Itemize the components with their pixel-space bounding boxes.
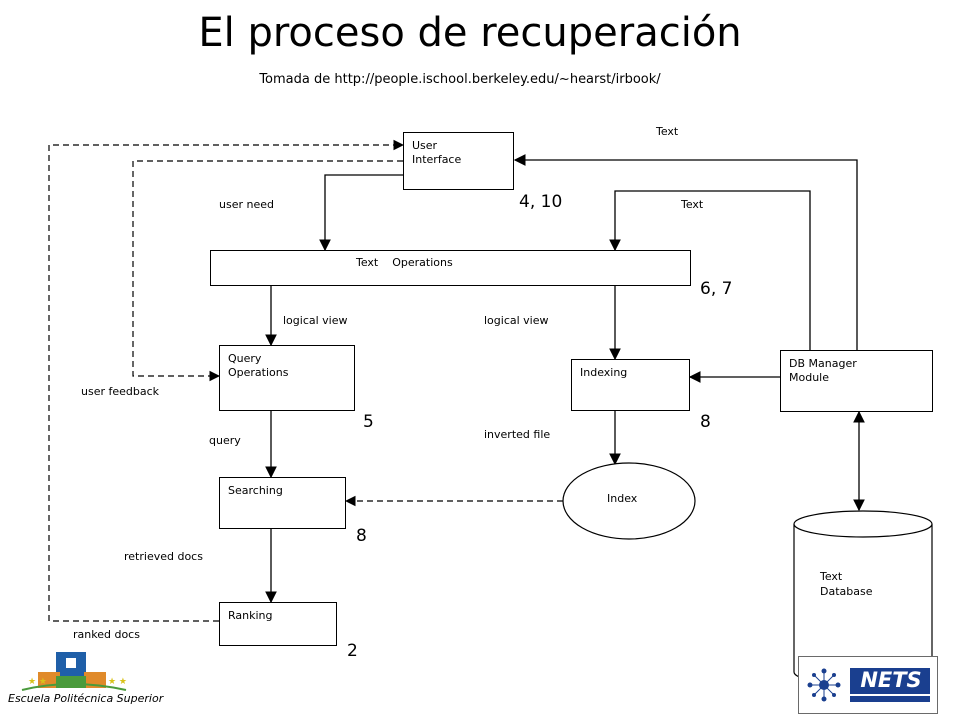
label-logical-view-right: logical view	[484, 314, 549, 327]
ranking-box: Ranking	[219, 602, 337, 646]
page-title: El proceso de recuperación	[198, 10, 742, 56]
indexing-label: Indexing	[580, 366, 628, 379]
nets-logo: NETS	[798, 656, 938, 714]
number-query-ops: 5	[363, 412, 374, 432]
indexing-box: Indexing	[571, 359, 690, 411]
number-ranking: 2	[347, 641, 358, 661]
index-label: Index	[607, 492, 638, 505]
label-retrieved-docs: retrieved docs	[124, 550, 203, 563]
text-operations-box: Text Operations	[210, 250, 691, 286]
db-manager-box: DB Manager Module	[780, 350, 933, 412]
arrow-ranked-docs	[48, 139, 405, 622]
ranking-label: Ranking	[228, 609, 273, 622]
escuela-politecnica-text: Escuela Politécnica Superior	[8, 692, 164, 705]
label-text-mid: Text	[681, 198, 704, 211]
escuela-politecnica-logo: ★ ★ ★ ★ Escuela Politécnica Superior	[8, 650, 163, 714]
label-inverted-file: inverted file	[484, 428, 551, 441]
text-database-label-1: Text	[820, 570, 843, 583]
user-interface-label-2: Interface	[412, 153, 462, 167]
label-ranked-docs: ranked docs	[73, 628, 140, 641]
searching-label: Searching	[228, 484, 283, 497]
svg-text:★ ★: ★ ★	[28, 677, 47, 687]
label-query: query	[209, 434, 241, 447]
user-interface-box: User Interface	[403, 132, 514, 190]
index-node	[562, 462, 696, 540]
nets-logo-text: NETS	[860, 668, 922, 692]
text-database-label-2: Database	[820, 585, 873, 598]
label-text-top: Text	[656, 125, 679, 138]
text-operations-label: Text Operations	[356, 256, 453, 269]
user-interface-label-1: User	[412, 139, 438, 152]
number-indexing: 8	[700, 412, 711, 432]
query-operations-box: Query Operations	[219, 345, 355, 411]
query-operations-label-1: Query	[228, 352, 262, 365]
label-logical-view-left: logical view	[283, 314, 348, 327]
db-manager-label-2: Module	[789, 371, 829, 385]
number-searching: 8	[356, 526, 367, 546]
searching-box: Searching	[219, 477, 346, 529]
label-user-feedback: user feedback	[81, 385, 160, 398]
arrow-user-feedback	[132, 160, 403, 382]
number-ui: 4, 10	[519, 192, 563, 212]
svg-text:★ ★: ★ ★	[108, 677, 127, 687]
label-user-need: user need	[219, 198, 274, 211]
db-manager-label-1: DB Manager	[789, 357, 857, 370]
query-operations-label-2: Operations	[228, 366, 289, 380]
arrow-text-to-textops	[609, 190, 811, 350]
number-text-ops: 6, 7	[700, 279, 733, 299]
arrow-text-to-ui	[513, 154, 858, 350]
arrow-user-need	[319, 174, 403, 252]
source-caption: Tomada de http://people.ischool.berkeley…	[259, 72, 661, 87]
text-database-node	[793, 510, 933, 686]
